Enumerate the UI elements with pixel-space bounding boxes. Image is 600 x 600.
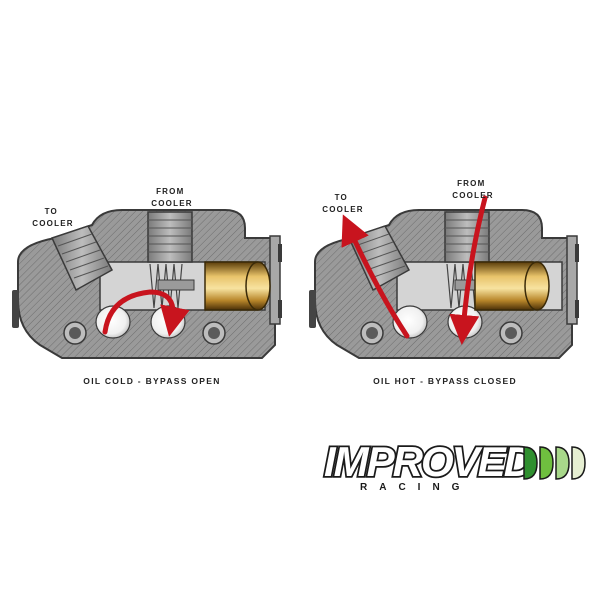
label-to-cooler: TO COOLER	[32, 207, 73, 228]
caption-oil-hot: OIL HOT - BYPASS CLOSED	[373, 376, 517, 386]
label-from-cooler: FROM COOLER	[151, 187, 192, 208]
label-from-cooler: FROM COOLER	[452, 179, 493, 200]
logo-main-text: IMPROVED	[324, 438, 534, 485]
logo-stripes	[523, 446, 586, 480]
thermostat-piston	[204, 261, 271, 311]
label-to-cooler: TO COOLER	[322, 193, 363, 214]
diagram-oil-hot: TO COOLER FROM COOLER OIL HOT - BYPASS C…	[308, 179, 580, 386]
flow-arrow	[102, 289, 190, 337]
diagram-oil-cold: TO COOLER FROM COOLER OIL COLD - BYPASS …	[11, 187, 283, 386]
caption-oil-cold: OIL COLD - BYPASS OPEN	[83, 376, 220, 386]
improved-racing-logo: IMPROVED RACING	[322, 436, 586, 493]
thermostat-piston	[474, 261, 550, 311]
logo-sub-text: RACING	[360, 482, 471, 493]
flow-arrow-from-cooler	[449, 195, 488, 345]
flow-arrow-to-cooler	[341, 214, 410, 339]
